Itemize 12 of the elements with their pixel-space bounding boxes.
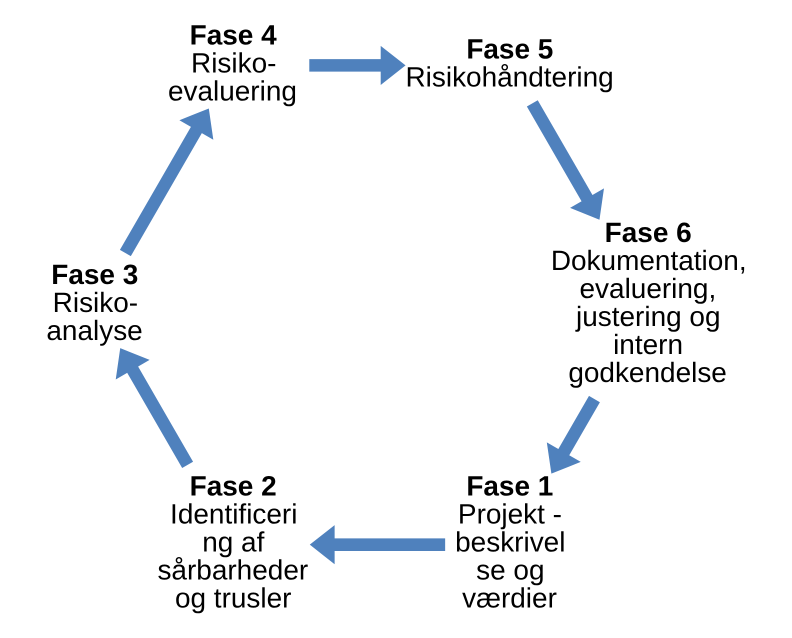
node-text: Fase 5 Risikohåndtering <box>404 33 614 92</box>
node-text: Fase 3 Risiko- analyse <box>46 259 142 346</box>
arrow <box>309 525 445 564</box>
arrow <box>115 348 193 468</box>
arrow <box>119 108 213 256</box>
arrow <box>526 100 604 220</box>
arrow <box>546 396 600 474</box>
node-text: Fase 4 Risiko- evaluering <box>167 19 296 106</box>
node-text: Fase 6 Dokumentation, evaluering, justering og intern godkendelse <box>550 217 746 388</box>
node-text: Fase 2 Identificering af sårbarheder og trusler <box>156 470 308 614</box>
node-text: Fase 1 Projekt - beskrivel se og værdier <box>454 470 565 614</box>
arrow <box>308 46 406 85</box>
